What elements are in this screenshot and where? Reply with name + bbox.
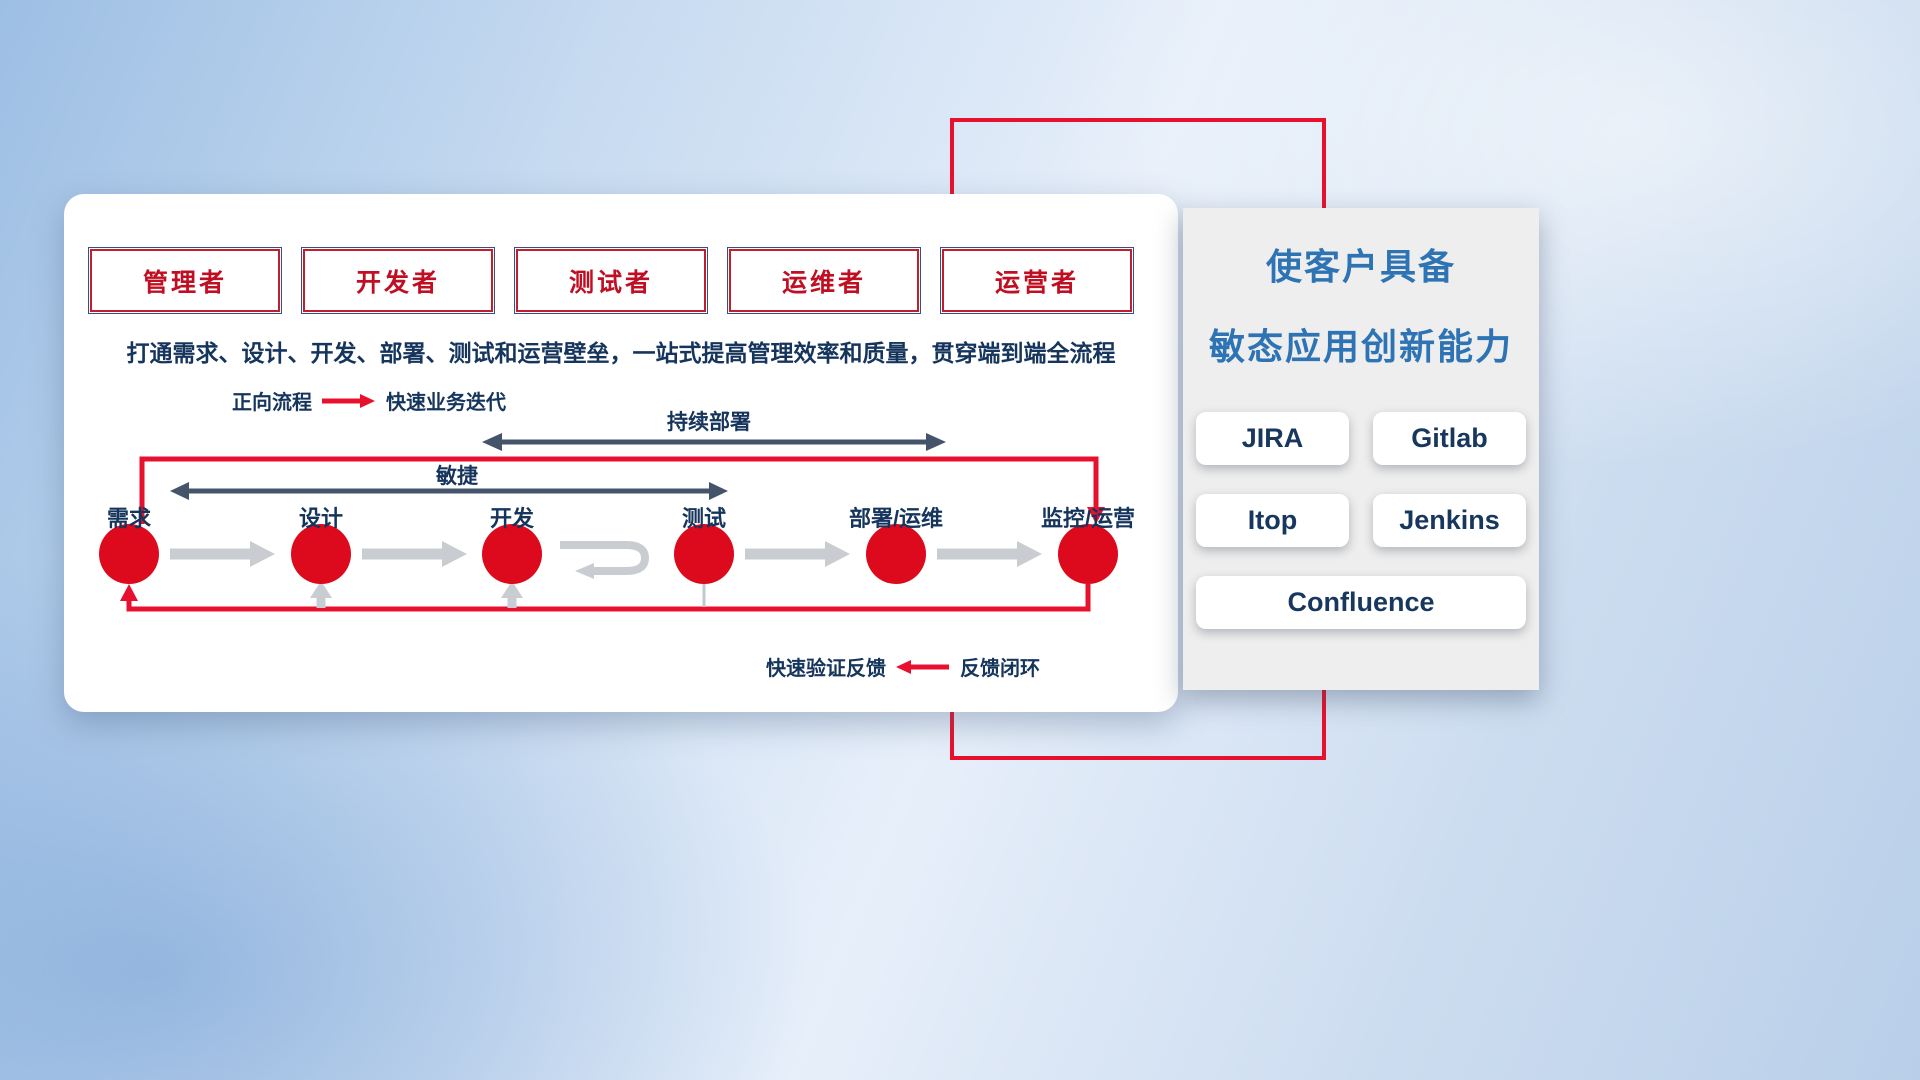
tools-grid: JIRA Gitlab Itop Jenkins Confluence (1196, 412, 1526, 629)
red-forward-loop (139, 456, 1105, 524)
stage-circle-monitor-ops (1058, 524, 1118, 584)
stage-circle-deploy-ops (866, 524, 926, 584)
stage-label-monitor-ops: 监控/运营 (1040, 506, 1136, 531)
roles-row: 管理者 开发者 测试者 运维者 运营者 (88, 247, 1134, 314)
iteration-loop-icon (560, 541, 650, 579)
legend-feedback-label: 快速验证反馈 (766, 658, 886, 680)
agile-label: 敏捷 (436, 465, 478, 488)
legend-forward-label: 正向流程 (232, 392, 312, 414)
panel-title-line1: 使客户具备 (1265, 246, 1456, 287)
role-label-manager: 管理者 (142, 268, 227, 297)
stage-label-design: 设计 (298, 506, 344, 531)
role-label-operator: 运营者 (994, 268, 1079, 297)
stage-circle-testing (674, 524, 734, 584)
continuous-deploy-arrow (482, 433, 946, 451)
feedback-up-arrows (310, 581, 706, 608)
role-box-manager: 管理者 (88, 247, 282, 314)
tool-confluence: Confluence (1196, 576, 1526, 629)
stage-circle-design (291, 524, 351, 584)
legend-feedback: 快速验证反馈 反馈闭环 (766, 652, 1040, 681)
stage-label-testing: 测试 (681, 506, 727, 531)
legend-feedback-value: 反馈闭环 (960, 658, 1040, 680)
stage-circle-requirements (99, 524, 159, 584)
legend-forward: 正向流程 快速业务迭代 (232, 386, 506, 415)
continuous-deploy-label: 持续部署 (667, 411, 751, 434)
role-box-ops: 运维者 (727, 247, 921, 314)
role-label-ops: 运维者 (781, 268, 866, 297)
red-left-arrow-icon (896, 659, 949, 674)
workflow-subtitle: 打通需求、设计、开发、部署、测试和运营壁垒，一站式提高管理效率和质量，贯穿端到端… (126, 340, 1116, 366)
stage-connector-arrows (170, 541, 1042, 567)
red-feedback-loop (120, 584, 1091, 612)
tool-jenkins: Jenkins (1373, 494, 1526, 547)
panel-title-line2: 敏态应用创新能力 (1208, 326, 1513, 367)
stage-circle-development (482, 524, 542, 584)
workflow-card: 管理者 开发者 测试者 运维者 运营者 打通需求、设计、开发、部署、测试和运营壁… (64, 194, 1178, 712)
role-box-tester: 测试者 (514, 247, 708, 314)
role-label-tester: 测试者 (568, 268, 653, 297)
stage-label-deploy-ops: 部署/运维 (848, 506, 944, 531)
role-box-developer: 开发者 (301, 247, 495, 314)
legend-forward-value: 快速业务迭代 (386, 392, 506, 414)
role-box-operator: 运营者 (940, 247, 1134, 314)
tool-jira: JIRA (1196, 412, 1349, 465)
capability-panel: 使客户具备 敏态应用创新能力 JIRA Gitlab Itop Jenkins … (1183, 208, 1539, 690)
tool-itop: Itop (1196, 494, 1349, 547)
stage-label-development: 开发 (489, 506, 535, 531)
flow-diagram: 持续部署 敏捷 需求 设计 开发 测试 部署/运维 监控/运营 (64, 404, 1178, 644)
red-right-arrow-icon (322, 393, 375, 408)
flow-graphics (99, 433, 1118, 612)
tool-gitlab: Gitlab (1373, 412, 1526, 465)
stage-label-requirements: 需求 (106, 506, 152, 531)
role-label-developer: 开发者 (355, 268, 440, 297)
agile-arrow (170, 482, 728, 500)
stage-circles (99, 524, 1118, 584)
